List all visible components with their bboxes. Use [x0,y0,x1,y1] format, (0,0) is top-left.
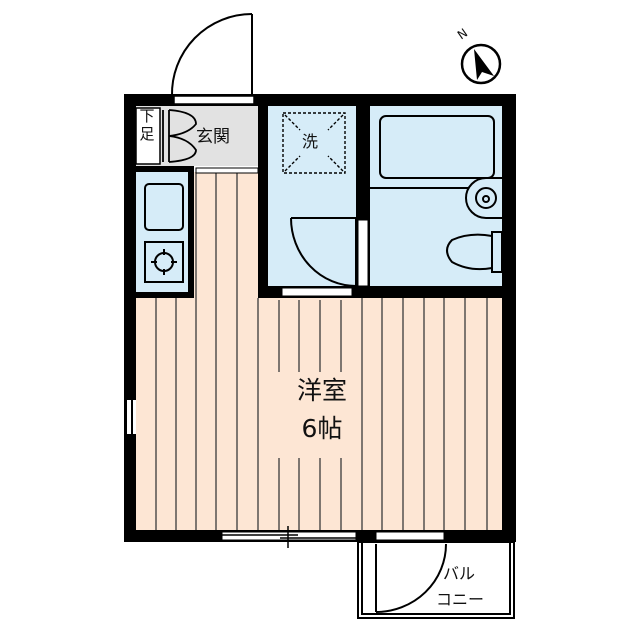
wood-grain [155,172,488,530]
western-room-label: 洋室 [296,376,347,405]
western-room-floor [136,296,502,530]
genkan-double-door [162,109,197,163]
balcony-sliding-door [221,526,357,548]
toilet [446,231,503,273]
bathroom-door-threshold [357,219,369,287]
balcony [357,531,515,619]
compass-icon [460,43,502,85]
getabako-cabinet [135,107,161,165]
genkan-step [195,167,259,174]
west-window [127,400,131,434]
wash-basin [465,177,502,219]
western-room-size: 6帖 [301,414,343,443]
washing-machine-space [282,112,346,174]
genkan-label: 玄関 [196,127,230,147]
gas-burner-icon [144,241,184,283]
washroom-door-threshold [281,287,353,297]
getabako-label: 下足 [139,107,155,143]
entry-door-swing [170,13,253,97]
bathtub [379,115,495,179]
balcony-label-line1: バル [443,564,476,583]
balcony-label-line2: コニー [436,590,485,609]
entry-door-threshold [173,95,255,105]
corridor-floor [194,172,262,298]
kitchen-sink [144,183,184,231]
washing-machine-label: 洗 [302,132,319,151]
washroom-door-swing [290,217,357,288]
